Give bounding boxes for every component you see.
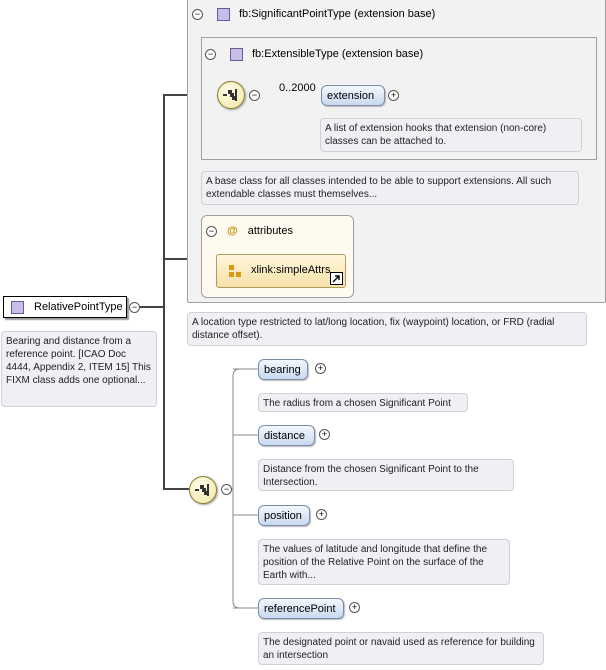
simple-attrs-ref[interactable]: xlink:simpleAttrs [216, 254, 346, 288]
significant-point-type-header: − fb:SignificantPointType (extension bas… [192, 5, 435, 23]
expand-icon[interactable]: + [319, 429, 330, 440]
reference-point-element[interactable]: referencePoint [258, 598, 344, 619]
significant-point-type-annotation: A base class for all classes intended to… [201, 171, 579, 205]
position-label: position [264, 509, 302, 522]
extension-element[interactable]: extension [321, 85, 385, 106]
relative-point-type-annotation: A location type restricted to lat/long l… [187, 312, 587, 346]
extensible-type-header: − fb:ExtensibleType (extension base) [205, 45, 423, 63]
attributes-header: − @ attributes [206, 222, 293, 240]
collapse-icon[interactable]: − [221, 484, 232, 495]
collapse-icon[interactable]: − [249, 90, 260, 101]
bearing-element[interactable]: bearing [258, 359, 308, 380]
collapse-icon[interactable]: − [206, 225, 217, 237]
expand-icon[interactable]: + [315, 363, 326, 374]
position-annotation: The values of latitude and longitude tha… [258, 539, 510, 585]
expand-icon[interactable]: + [388, 90, 399, 101]
root-label: RelativePointType [34, 301, 123, 313]
distance-label: distance [264, 429, 305, 442]
attributes-label: attributes [247, 225, 293, 237]
class-icon [230, 47, 243, 61]
extension-occurs: 0..2000 [279, 82, 316, 94]
position-element[interactable]: position [258, 505, 310, 526]
collapse-icon[interactable]: − [129, 302, 140, 313]
significant-point-type-label: fb:SignificantPointType (extension base) [239, 8, 436, 20]
extensible-type-label: fb:ExtensibleType (extension base) [252, 48, 424, 60]
distance-element[interactable]: distance [258, 425, 315, 446]
expand-icon[interactable]: + [316, 509, 327, 520]
sequence-compositor-icon[interactable] [217, 81, 245, 109]
extension-label: extension [327, 89, 375, 102]
attribute-at-icon: @ [227, 225, 238, 237]
reference-arrow-icon [330, 272, 343, 285]
sequence-compositor-icon[interactable] [189, 476, 217, 504]
simple-attrs-label: xlink:simpleAttrs [251, 264, 331, 276]
root-annotation: Bearing and distance from a reference po… [1, 331, 157, 407]
class-icon [217, 7, 230, 21]
bearing-annotation: The radius from a chosen Significant Poi… [258, 393, 468, 412]
expand-icon[interactable]: + [349, 602, 360, 613]
class-icon [11, 300, 24, 314]
collapse-icon[interactable]: − [192, 8, 203, 20]
distance-annotation: Distance from the chosen Significant Poi… [258, 459, 514, 491]
reference-point-label: referencePoint [264, 602, 336, 615]
bearing-label: bearing [264, 363, 301, 376]
collapse-icon[interactable]: − [205, 48, 216, 60]
attribute-group-icon [229, 265, 241, 277]
extension-annotation: A list of extension hooks that extension… [320, 118, 582, 152]
reference-point-annotation: The designated point or navaid used as r… [258, 632, 544, 665]
relative-point-type-root[interactable]: RelativePointType [3, 296, 127, 318]
